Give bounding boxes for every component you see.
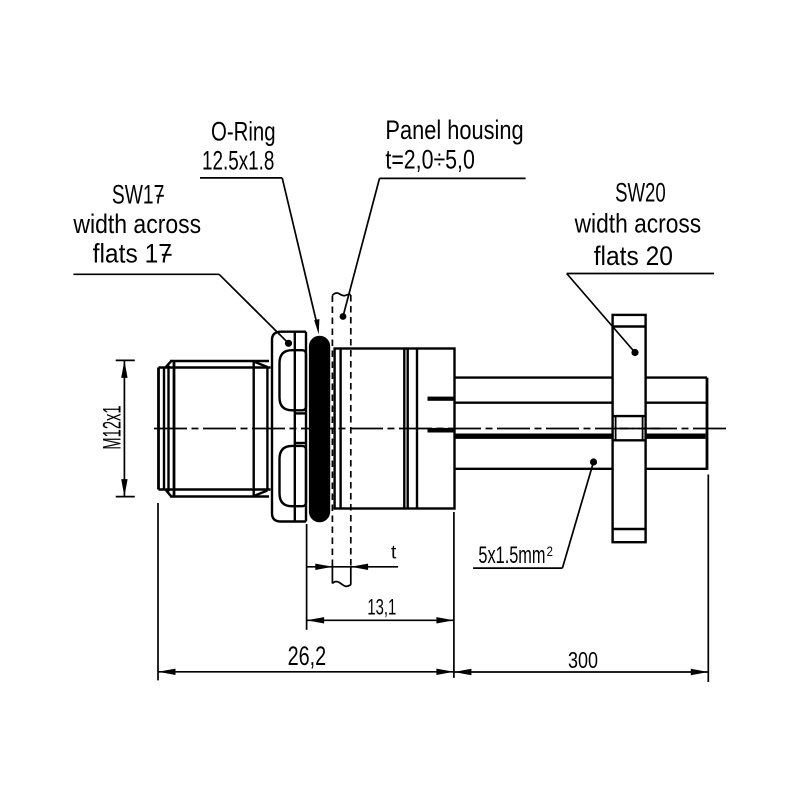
svg-text:SW17: SW17 [112, 179, 164, 209]
svg-text:12.5x1.8: 12.5x1.8 [202, 145, 274, 175]
svg-text:flats 20: flats 20 [594, 242, 673, 271]
svg-text:width across: width across [72, 209, 201, 239]
svg-text:M12x1: M12x1 [98, 405, 126, 449]
svg-text:t=2,0÷5,0: t=2,0÷5,0 [385, 145, 474, 175]
svg-text:Panel housing: Panel housing [385, 116, 523, 146]
svg-text:5x1.5mm: 5x1.5mm [478, 542, 545, 569]
svg-text:width across: width across [574, 209, 701, 239]
svg-text:2: 2 [547, 543, 553, 559]
svg-text:t: t [391, 543, 397, 564]
svg-text:13,1: 13,1 [367, 596, 396, 621]
svg-text:300: 300 [568, 648, 598, 674]
svg-text:O-Ring: O-Ring [211, 117, 276, 147]
svg-text:flats 17: flats 17 [93, 240, 172, 269]
svg-text:26,2: 26,2 [288, 641, 327, 672]
svg-text:SW20: SW20 [615, 177, 666, 207]
